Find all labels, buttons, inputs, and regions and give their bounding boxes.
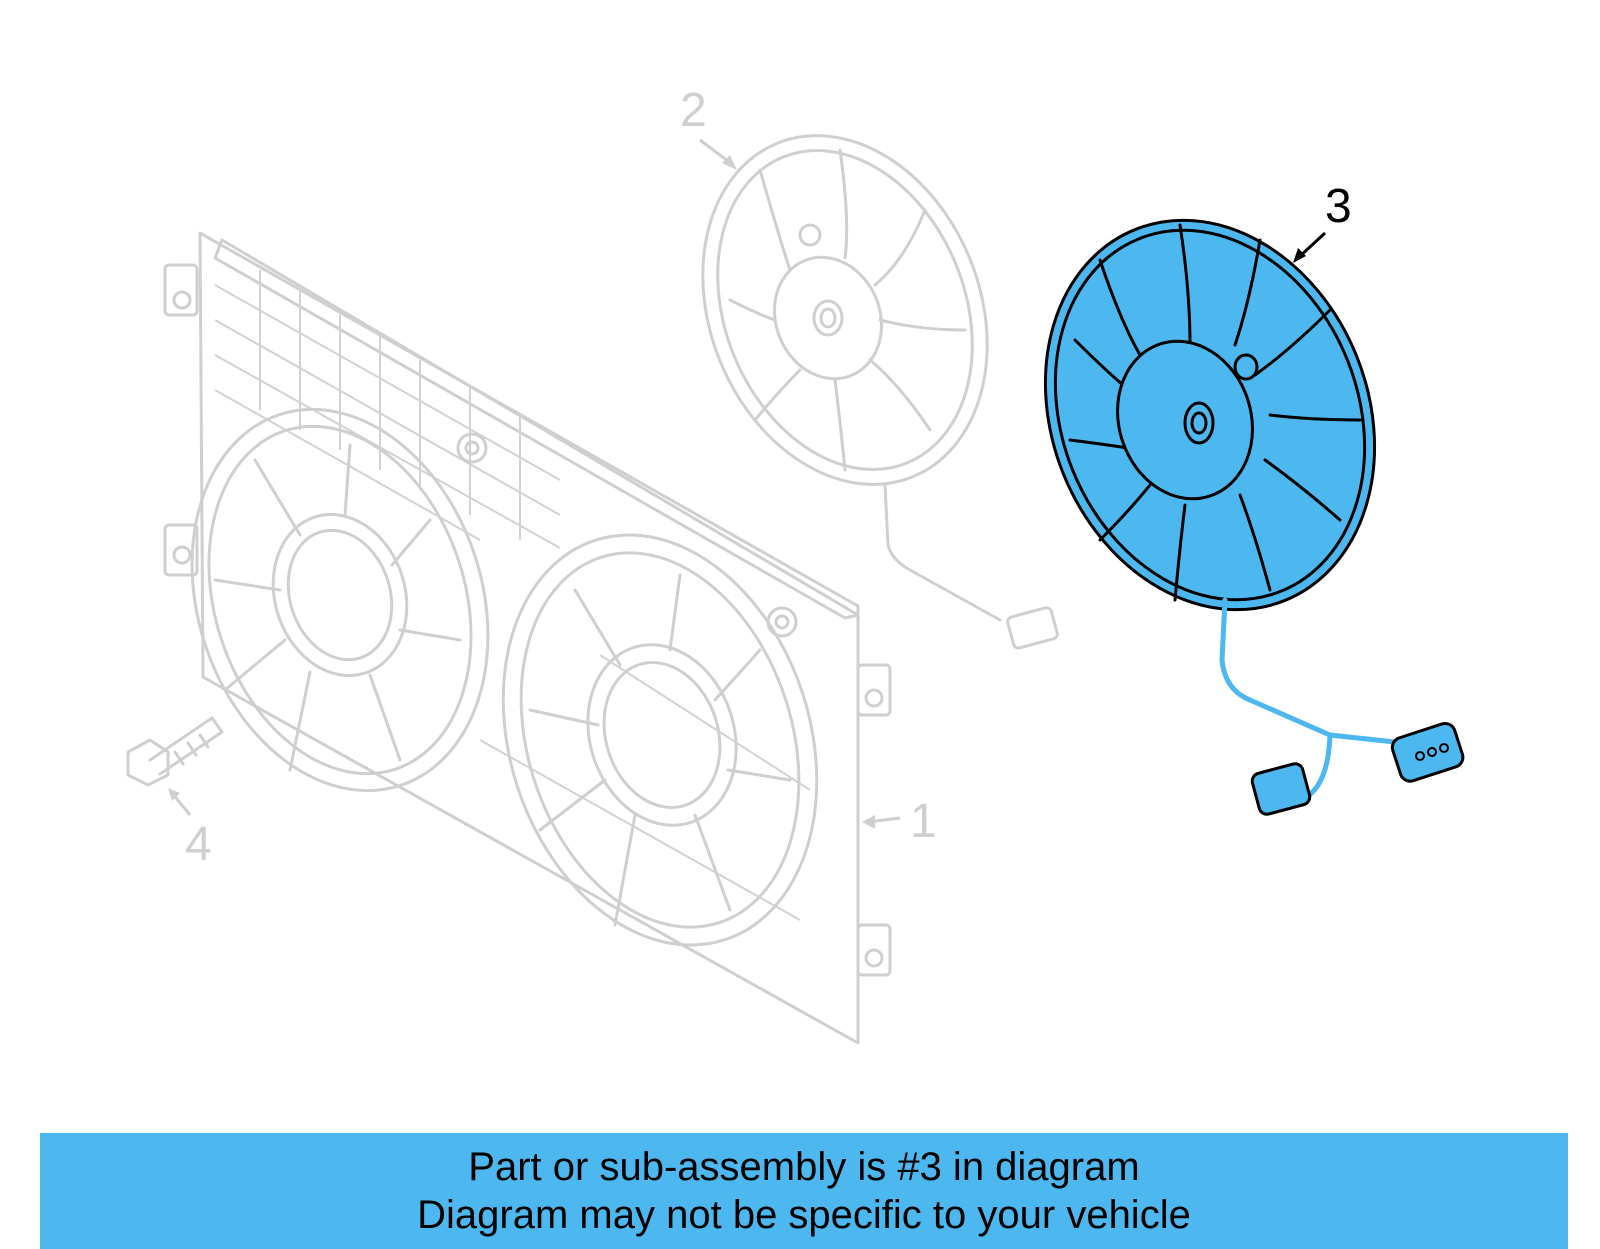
fan-shroud-part	[163, 231, 892, 1045]
banner-line-2: Diagram may not be specific to your vehi…	[417, 1193, 1191, 1237]
callout-3: 3	[1325, 180, 1352, 233]
cooling-fan-part-3-highlighted	[1043, 218, 1465, 816]
callout-4: 4	[185, 818, 212, 871]
fan-assembly-part-2	[701, 134, 1059, 650]
leader-arrows	[168, 138, 1327, 829]
bolt-part	[126, 716, 224, 787]
callout-2: 2	[680, 84, 707, 137]
banner-line-1: Part or sub-assembly is #3 in diagram	[468, 1145, 1140, 1189]
info-banner: Part or sub-assembly is #3 in diagram Di…	[40, 1133, 1568, 1249]
callout-1: 1	[910, 795, 937, 848]
